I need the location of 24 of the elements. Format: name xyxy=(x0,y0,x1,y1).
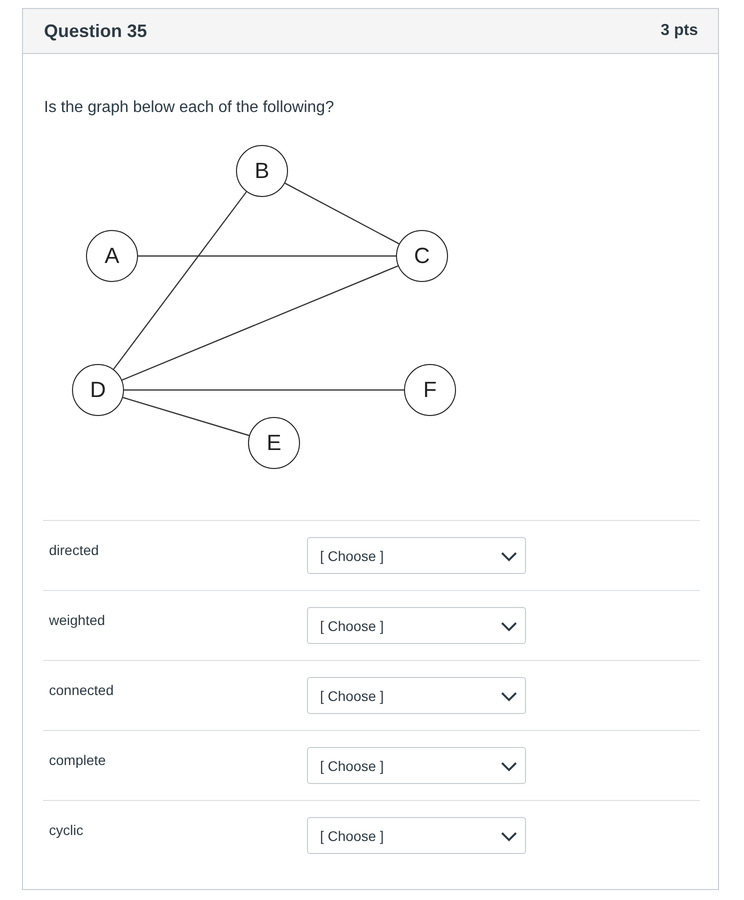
dropdown-select: [ Choose ] xyxy=(307,817,526,854)
dropdown-select: [ Choose ] xyxy=(307,537,526,574)
graph-edge xyxy=(124,389,404,391)
vertex-circle: D xyxy=(72,364,124,416)
graph-edge xyxy=(284,182,400,244)
dropdown-select: [ Choose ] xyxy=(307,607,526,644)
vertex-circle: F xyxy=(404,364,456,416)
row-label: connected xyxy=(49,682,114,698)
graph-edge xyxy=(113,191,247,370)
vertex-circle: B xyxy=(236,145,288,197)
question-title: Question 35 xyxy=(44,21,148,42)
row-label: directed xyxy=(49,542,99,558)
row-label: complete xyxy=(49,752,106,768)
points-label: 3 pts xyxy=(660,22,698,40)
row-label: weighted xyxy=(49,612,106,628)
vertex-circle: A xyxy=(86,230,138,282)
question-text: Is the graph below each of the following? xyxy=(44,99,334,117)
graph-edge xyxy=(122,265,398,381)
dropdown-select: [ Choose ] xyxy=(307,677,526,714)
vertex-circle: C xyxy=(396,230,448,282)
graph-edge xyxy=(122,396,250,436)
dropdown-select: [ Choose ] xyxy=(307,747,526,784)
vertex-circle: E xyxy=(248,417,300,469)
row-label: cyclic xyxy=(49,822,84,838)
